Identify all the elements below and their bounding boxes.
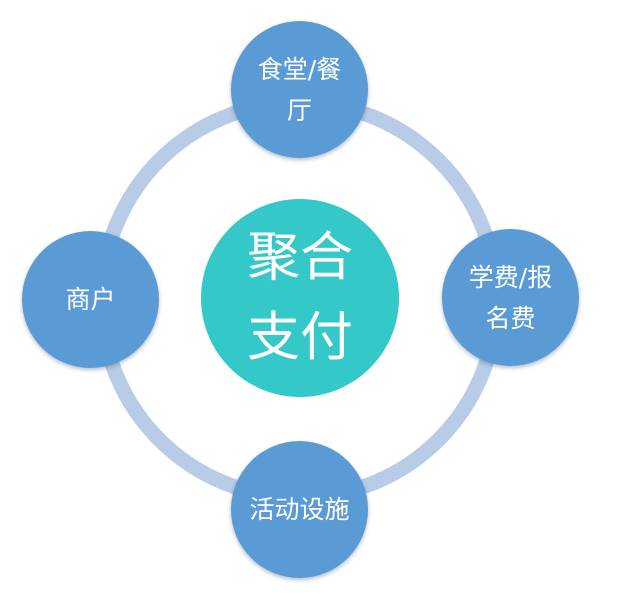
center-hub: 聚合支付	[201, 199, 399, 397]
node-facilities: 活动设施	[231, 441, 368, 578]
node-tuition: 学费/报名费	[442, 229, 579, 366]
node-tuition-label: 学费/报名费	[468, 262, 553, 333]
node-canteen-label: 食堂/餐厅	[257, 54, 342, 125]
node-merchant: 商户	[22, 231, 159, 368]
center-hub-label: 聚合支付	[247, 227, 353, 368]
node-canteen: 食堂/餐厅	[231, 21, 368, 158]
node-merchant-label: 商户	[65, 285, 116, 314]
node-facilities-label: 活动设施	[249, 495, 350, 524]
